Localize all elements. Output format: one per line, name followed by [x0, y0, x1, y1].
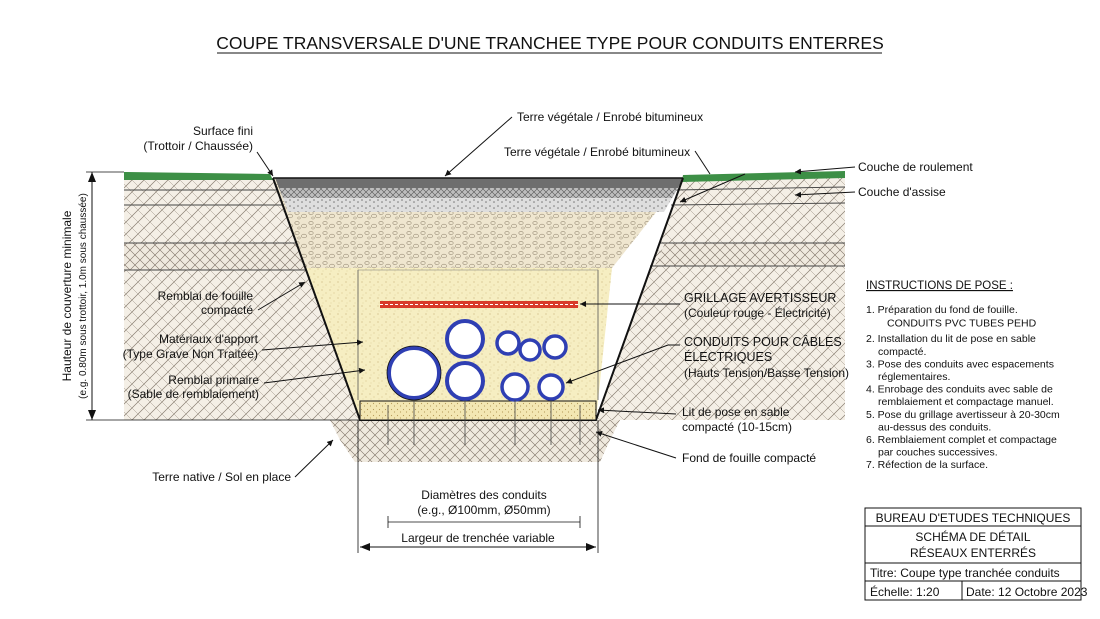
instructions-list: 1. Préparation du fond de fouille. CONDUI…: [866, 304, 1060, 471]
instruction-line: 6. Remblaiement complet et compactage: [866, 434, 1057, 446]
diameters-label: Diamètres des conduits: [421, 488, 546, 502]
instruction-line: remblaiement et compactage manuel.: [878, 396, 1054, 408]
conduits-note: (Hauts Tension/Basse Tension): [684, 366, 849, 380]
terre-vegetale-right-label: Terre végétale / Enrobé bitumineux: [504, 145, 690, 159]
instruction-line: au-dessus des conduits.: [878, 421, 991, 433]
fond-fouille-label: Fond de fouille compacté: [682, 451, 816, 465]
title-block: BUREAU D'ETUDES TECHNIQUES SCHÉMA DE DÉT…: [864, 507, 1088, 601]
remblai-fouille-label: Remblai de fouille: [158, 289, 254, 303]
instruction-line: réglementaires.: [878, 371, 950, 383]
grillage-note: (Couleur rouge - Électricité): [684, 305, 831, 320]
couche-roulement-label: Couche de roulement: [858, 160, 973, 174]
conduits-label: CONDUITS POUR CÂBLES: [684, 334, 842, 349]
instruction-line: 4. Enrobage des conduits avec sable de: [866, 384, 1053, 396]
surface-fini-label: Surface fini: [193, 124, 253, 138]
instruction-line: CONDUITS PVC TUBES PEHD: [887, 318, 1037, 330]
conduit-small-5: [537, 373, 565, 401]
conduit-small-4: [500, 372, 530, 402]
terre-native-label: Terre native / Sol en place: [152, 470, 291, 484]
instructions-title: INSTRUCTIONS DE POSE :: [866, 280, 1013, 292]
diameters-note: (e.g., Ø100mm, Ø50mm): [417, 503, 550, 517]
conduits: [386, 319, 568, 402]
tb-echelle: Échelle: 1:20: [870, 584, 940, 599]
drawing-title: COUPE TRANSVERSALE D'UNE TRANCHEE TYPE P…: [216, 33, 884, 53]
native-soil: [124, 171, 845, 462]
conduit-small-2: [518, 338, 542, 362]
instruction-line: 5. Pose du grillage avertisseur à 20-30c…: [866, 409, 1060, 421]
conduit-small-3: [542, 334, 568, 360]
instruction-line: compacté.: [878, 346, 926, 358]
tb-schema-1: SCHÉMA DE DÉTAIL: [915, 529, 1030, 544]
instructions-block: INSTRUCTIONS DE POSE : 1. Préparation du…: [866, 280, 1060, 471]
surface-fini-note: (Trottoir / Chaussée): [143, 139, 253, 153]
tb-schema-2: RÉSEAUX ENTERRÉS: [910, 545, 1036, 560]
remblai-fouille-note: compacté: [201, 303, 253, 317]
cover-height-label: Hauteur de couverture minimale: [60, 210, 74, 381]
materiaux-label: Matériaux d'apport: [159, 332, 259, 346]
conduit-large: [387, 346, 441, 400]
conduit-medium-top: [445, 319, 485, 359]
trench-width-label: Largeur de trenchée variable: [401, 531, 555, 545]
instruction-line: 2. Installation du lit de pose en sable: [866, 333, 1036, 345]
remblai-primaire-note: (Sable de remblaiement): [128, 387, 259, 401]
instruction-line: 1. Préparation du fond de fouille.: [866, 304, 1018, 316]
soil-layer-lines: [124, 186, 846, 271]
instruction-line: par couches successives.: [878, 447, 998, 459]
lit-pose-note: compacté (10-15cm): [682, 420, 792, 434]
conduit-dimension-ticks: [387, 400, 581, 445]
tb-titre: Titre: Coupe type tranchée conduits: [870, 566, 1060, 580]
terre-vegetale-top-label: Terre végétale / Enrobé bitumineux: [517, 110, 703, 124]
conduit-diameter-dimension: Diamètres des conduits (e.g., Ø100mm, Ø5…: [387, 488, 581, 528]
conduit-medium-bottom: [445, 361, 485, 401]
couche-assise-label: Couche d'assise: [858, 185, 946, 199]
tb-office: BUREAU D'ETUDES TECHNIQUES: [876, 511, 1071, 525]
base-course-layer: [283, 198, 672, 212]
trench-width-dimension: Largeur de trenchée variable: [357, 420, 599, 553]
conduit-small-1: [495, 330, 521, 356]
lit-pose-label: Lit de pose en sable: [682, 405, 790, 419]
tb-date: Date: 12 Octobre 2023: [966, 585, 1088, 599]
materiaux-note: (Type Grave Non Traitée): [123, 347, 258, 361]
cover-height-note: (e.g. 0.80m sous trottoir, 1.0m sous cha…: [78, 193, 89, 399]
remblai-primaire-label: Remblai primaire: [168, 373, 259, 387]
cover-height-dimension: Hauteur de couverture minimale (e.g. 0.8…: [60, 171, 360, 421]
wearing-course-layer: [275, 178, 683, 188]
instruction-line: 7. Réfection de la surface.: [866, 459, 988, 471]
conduits-label-2: ÉLECTRIQUES: [684, 349, 772, 364]
sand-bedding-layer: [359, 400, 597, 421]
asphalt-layer: [279, 188, 678, 198]
leader-lines: [256, 116, 856, 478]
grillage-label: GRILLAGE AVERTISSEUR: [684, 291, 836, 305]
instruction-line: 3. Pose des conduits avec espacements: [866, 358, 1054, 370]
warning-mesh: [380, 301, 578, 308]
